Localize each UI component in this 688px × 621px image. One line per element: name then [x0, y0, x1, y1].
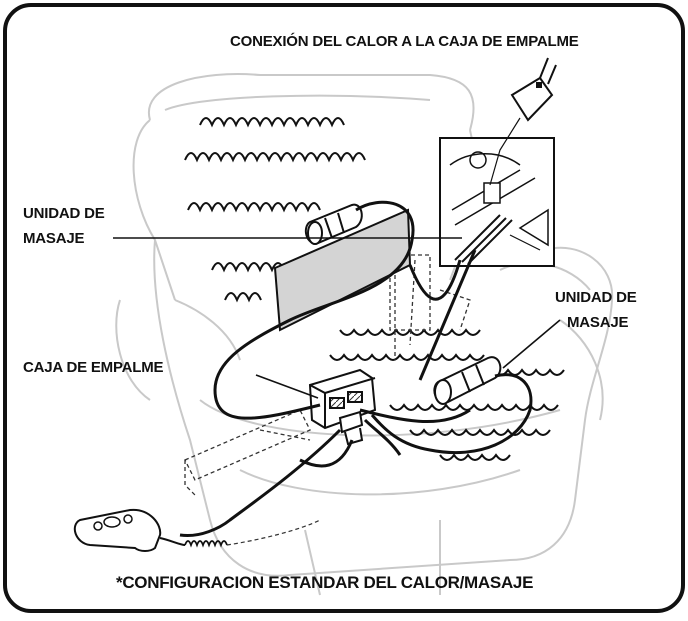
massage-unit-seat	[433, 356, 502, 405]
label-massage-unit-back-line2: MASAJE	[23, 230, 85, 247]
hand-remote-control-icon	[73, 508, 321, 552]
lift-mechanism	[184, 254, 471, 496]
label-massage-unit-back-line1: UNIDAD DE	[23, 205, 105, 222]
diagram-caption: *CONFIGURACION ESTANDAR DEL CALOR/MASAJE	[116, 573, 533, 592]
back-springs	[184, 117, 366, 303]
heat-connector-plug	[489, 57, 557, 186]
label-junction-box: CAJA DE EMPALME	[23, 359, 164, 376]
label-heat-connection: CONEXIÓN DEL CALOR A LA CAJA DE EMPALME	[230, 32, 579, 50]
junction-box	[308, 368, 377, 446]
cables	[179, 200, 533, 538]
leader-lines	[113, 237, 561, 399]
label-massage-unit-seat-line1: UNIDAD DE	[555, 289, 637, 306]
label-massage-unit-seat-line2: MASAJE	[567, 314, 629, 331]
heat-connection-inset	[439, 137, 555, 267]
